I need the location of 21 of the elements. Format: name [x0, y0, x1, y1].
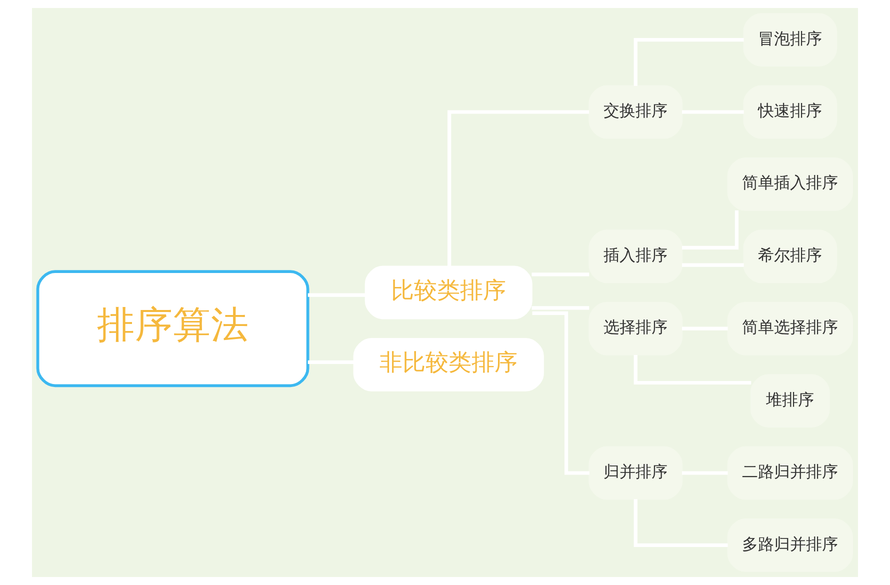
node-box: 归并排序 — [588, 446, 683, 500]
node-box: 堆排序 — [750, 374, 830, 428]
node-box: 冒泡排序 — [743, 13, 838, 66]
node-box: 交换排序 — [588, 85, 683, 139]
node-box: 非比较类排序 — [353, 338, 544, 392]
connector — [532, 311, 590, 475]
node-box: 二路归并排序 — [727, 446, 853, 500]
connector — [634, 38, 744, 86]
node-box: 简单插入排序 — [727, 157, 853, 211]
node-box: 选择排序 — [588, 302, 683, 356]
connector — [448, 110, 590, 266]
node-box: 快速排序 — [743, 85, 838, 139]
connector — [634, 355, 752, 385]
connector — [682, 210, 738, 250]
node-box: 希尔排序 — [743, 230, 838, 284]
connector — [634, 499, 728, 548]
node-box: 排序算法 — [36, 270, 310, 388]
node-box: 插入排序 — [588, 230, 683, 284]
node-box: 简单选择排序 — [727, 302, 853, 356]
node-box: 比较类排序 — [364, 266, 532, 320]
node-box: 多路归并排序 — [727, 518, 853, 572]
